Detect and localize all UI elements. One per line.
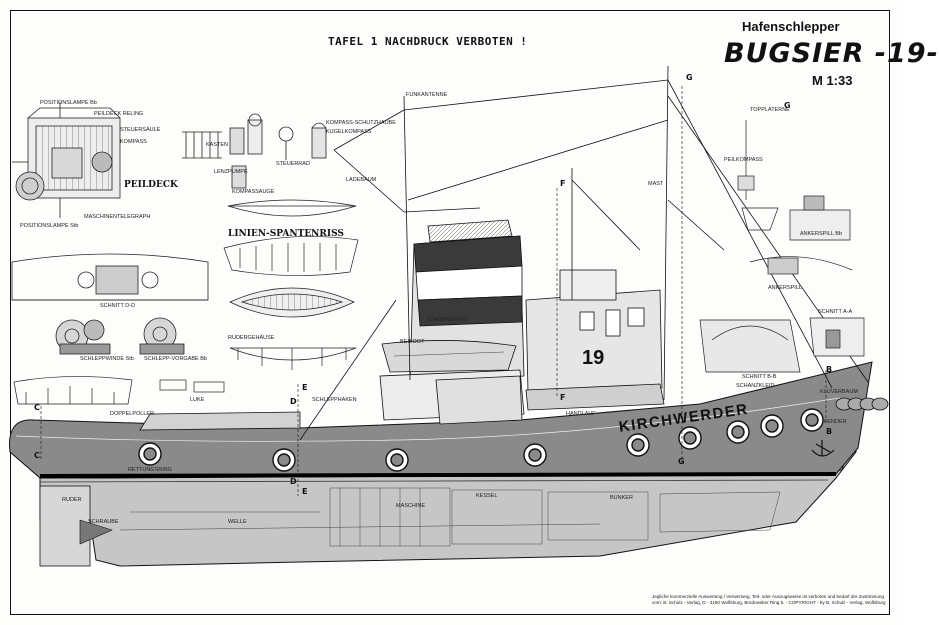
label-peilkompass: PEILKOMPASS <box>724 157 763 163</box>
section-mark-d-top: D <box>290 397 297 406</box>
sheet-frame <box>10 10 890 615</box>
label-kompass-schutzhaube: KOMPASS-SCHUTZHAUBE <box>326 120 396 126</box>
superstructure <box>139 219 665 431</box>
section-mark-d-bottom: D <box>290 477 297 486</box>
drawing-scale: M 1:33 <box>812 73 853 88</box>
label-schnitt-aa: SCHNITT A-A <box>818 309 853 315</box>
label-maschinentelegraph: MASCHINENTELEGRAPH <box>84 214 151 220</box>
label-ladebaum: LADEBAUM <box>346 177 377 183</box>
label-ankerspill: ANKERSPILL <box>768 285 802 291</box>
section-mark-g-right: G <box>784 101 791 110</box>
hull-fenders <box>138 408 824 472</box>
label-ankerspill-bb: ANKERSPILL Bb <box>800 231 842 237</box>
lines-plan <box>223 199 359 370</box>
label-maschine: MASCHINE <box>396 503 426 509</box>
main-hull <box>9 361 889 567</box>
wheelhouse-number: 19 <box>582 347 605 369</box>
copyright-notice: Jegliche kommerzielle Auswertung / Verwe… <box>652 594 886 605</box>
label-kasten: KASTEN <box>206 142 229 148</box>
right-details <box>699 120 865 373</box>
label-welle: WELLE <box>228 519 247 525</box>
section-mark-f-top: F <box>560 179 566 188</box>
label-schanzkleid: SCHANZKLEID <box>736 383 775 389</box>
label-kessel: KESSEL <box>476 493 498 499</box>
label-schnitt-bb: SCHNITT B-B <box>742 374 777 380</box>
ship-drawing <box>9 65 889 567</box>
label-steuersaeule: STEUERSÄULE <box>120 127 161 133</box>
fittings-detail <box>182 113 327 189</box>
label-topplaterne: TOPPLATERNE <box>750 107 790 113</box>
label-schornstein: SCHORNSTEIN <box>426 317 467 323</box>
winch-details <box>11 253 209 355</box>
peildeck-heading: PEILDECK <box>124 180 178 190</box>
section-mark-f-bottom: F <box>560 393 566 402</box>
vessel-type: Hafenschlepper <box>742 19 840 34</box>
masts-rigging <box>299 65 869 441</box>
label-funkantenne: FUNKANTENNE <box>406 92 448 98</box>
label-luke: LUKE <box>190 397 205 403</box>
peildeck-detail <box>12 102 121 218</box>
label-schnitt-dd: SCHNITT D-D <box>100 303 136 309</box>
label-rudergehaeuse: RUDERGEHÄUSE <box>228 335 275 341</box>
small-boat-view <box>13 376 225 405</box>
lines-plan-heading: LINIEN-SPANTENRISS <box>228 229 344 239</box>
label-kompassauge: KOMPASSAUGE <box>232 189 275 195</box>
label-beiboot: BEIBOOT <box>400 339 425 345</box>
label-kugelkompass: KUGELKOMPASS <box>326 129 372 135</box>
label-positionslampe-stb: POSITIONSLAMPE Stb <box>20 223 79 229</box>
label-bunker: BUNKER <box>610 495 633 501</box>
section-mark-c-bottom: C <box>34 451 40 460</box>
label-handlauf: HANDLAUF <box>566 411 596 417</box>
section-mark-e-top: E <box>302 383 308 392</box>
label-rettungsring: RETTUNGSRING <box>128 467 172 473</box>
label-mast: MAST <box>648 181 664 187</box>
label-ruder: RUDER <box>62 497 82 503</box>
label-kompass: KOMPASS <box>120 139 147 145</box>
label-kluverbaum: KLÜVERBAUM <box>820 389 858 395</box>
section-mark-c-top: C <box>34 403 40 412</box>
label-lenzpumpe: LENZPUMPE <box>214 169 248 175</box>
station-lines <box>40 86 827 496</box>
bow-fender <box>835 397 889 411</box>
label-fender: FENDER <box>824 419 847 425</box>
label-positionslampe-bb: POSITIONSLAMPE Bb <box>40 100 97 106</box>
section-mark-e-bottom: E <box>302 487 308 496</box>
section-mark-g-bottom: G <box>678 457 685 466</box>
section-mark-b-top: B <box>826 365 833 374</box>
section-mark-g-top: G <box>686 73 693 82</box>
vessel-name: BUGSIER -19- <box>724 38 939 69</box>
label-steuerrad: STEUERRAD <box>276 161 310 167</box>
label-peildeck-reling: PEILDECK RELING <box>94 111 144 117</box>
label-schleppwinde-stb: SCHLEPPWINDE Stb <box>80 356 134 362</box>
label-schleppwinde-bb: SCHLEPP-VORGABE Bb <box>144 356 207 362</box>
plan-sheet: TAFEL 1 NACHDRUCK VERBOTEN ! Hafenschlep… <box>9 10 938 615</box>
section-mark-b-bottom: B <box>826 427 833 436</box>
sheet-title: TAFEL 1 NACHDRUCK VERBOTEN ! <box>328 35 528 48</box>
label-doppelpoller: DOPPELPOLLER <box>110 411 155 417</box>
label-schlepphaken: SCHLEPPHAKEN <box>312 397 357 403</box>
label-schraube: SCHRAUBE <box>88 519 119 525</box>
